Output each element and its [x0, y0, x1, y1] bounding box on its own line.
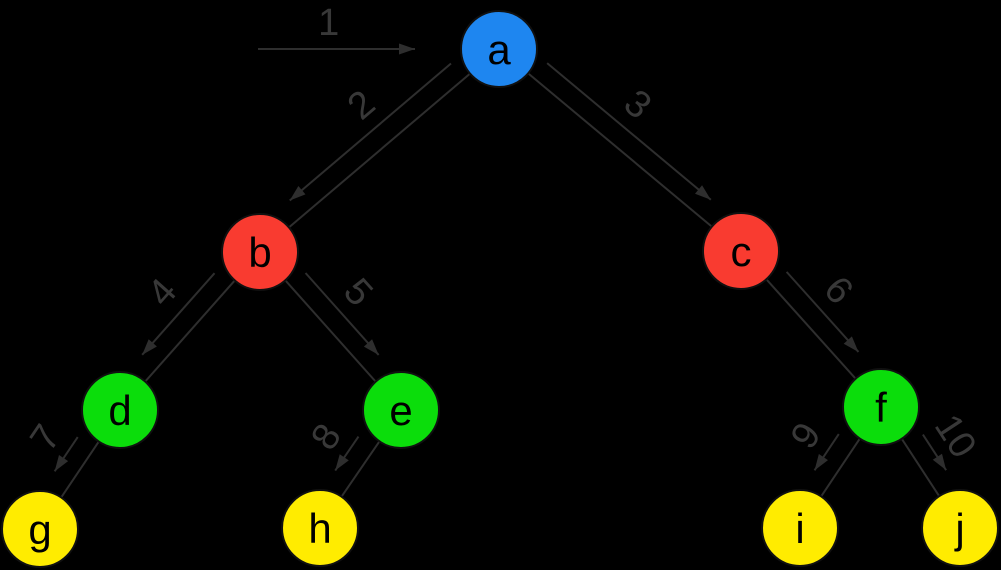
traversal-order-label-4: 4	[140, 271, 185, 315]
node-circle-d	[81, 371, 159, 449]
traversal-arrow-3	[546, 62, 712, 201]
node-label-d: d	[108, 387, 131, 434]
tree-edge-b-e	[284, 279, 377, 383]
arrowhead-icon	[142, 339, 157, 355]
node-label-a: a	[487, 26, 511, 73]
traversal-order-label-1: 1	[318, 2, 339, 44]
tree-edge-a-c	[527, 72, 713, 228]
node-circle-h	[281, 489, 359, 567]
arrowhead-icon	[289, 185, 306, 201]
node-label-f: f	[875, 384, 887, 431]
traversal-order-label-2: 2	[340, 83, 383, 129]
tree-edge-f-j	[900, 438, 941, 497]
arrowhead-icon	[814, 453, 829, 471]
node-label-i: i	[795, 505, 804, 552]
traversal-order-label-5: 5	[335, 271, 380, 315]
tree-edge-d-g	[60, 440, 100, 499]
node-circle-e	[362, 371, 440, 449]
traversal-order-label-7: 7	[22, 417, 69, 458]
node-label-e: e	[389, 387, 412, 434]
traversal-order-label-8: 8	[303, 417, 350, 458]
node-label-b: b	[248, 229, 271, 276]
node-circle-a	[460, 10, 538, 88]
node-circle-b	[221, 213, 299, 291]
arrowhead-icon	[335, 454, 349, 471]
arrowhead-icon	[932, 453, 947, 471]
node-label-h: h	[308, 505, 331, 552]
traversal-order-label-6: 6	[816, 269, 861, 313]
arrowhead-icon	[399, 43, 415, 55]
traversal-order-label-3: 3	[616, 82, 659, 128]
traversal-arrow-6	[785, 271, 860, 353]
node-circle-f	[842, 368, 920, 446]
tree-edge-e-h	[340, 440, 381, 498]
node-circle-i	[761, 489, 839, 567]
tree-edge-f-i	[820, 438, 861, 497]
tree-edge-b-d	[144, 279, 236, 383]
traversal-order-label-9: 9	[783, 415, 830, 456]
node-circle-c	[702, 212, 780, 290]
traversal-order-label-10: 10	[926, 407, 984, 465]
traversal-arrow-5	[304, 272, 380, 356]
traversal-arrow-4	[141, 272, 216, 356]
node-label-g: g	[28, 506, 51, 553]
tree-edge-c-f	[765, 278, 857, 380]
traversal-arrow-2	[289, 62, 452, 202]
node-label-c: c	[731, 228, 752, 275]
tree-edge-a-b	[288, 72, 471, 229]
arrowhead-icon	[363, 339, 379, 355]
node-label-j: j	[953, 505, 964, 552]
arrowhead-icon	[54, 455, 69, 472]
arrowhead-icon	[843, 336, 859, 352]
node-circle-j	[921, 489, 999, 567]
node-circle-g	[1, 490, 79, 568]
arrowhead-icon	[695, 185, 711, 200]
